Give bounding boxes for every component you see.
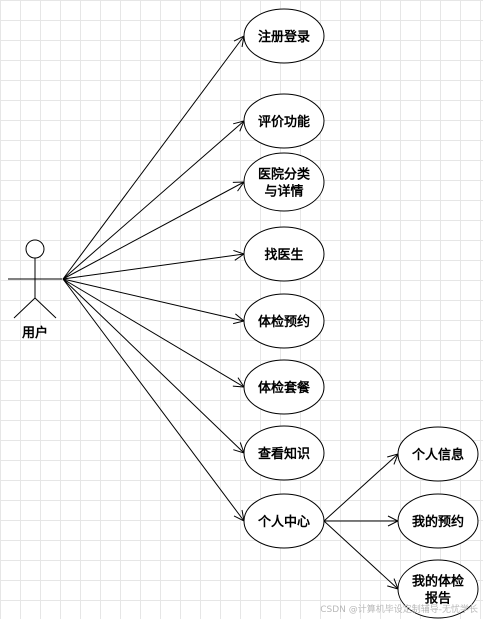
use-case-info-label: 个人信息	[411, 447, 464, 463]
use-case-review-label: 评价功能	[258, 114, 310, 130]
use-case-knowledge[interactable]: 查看知识	[243, 425, 325, 481]
use-case-package[interactable]: 体检套餐	[243, 359, 325, 415]
use-case-appointment-shape	[243, 293, 325, 349]
use-case-info-shape	[397, 426, 479, 482]
use-case-doctor-label: 找医生	[264, 247, 303, 263]
actor-head	[25, 239, 45, 259]
association-register	[62, 36, 244, 280]
use-case-knowledge-shape	[243, 425, 325, 481]
use-case-personal-shape	[243, 493, 325, 549]
association-lines	[62, 36, 398, 589]
use-case-my-appointment[interactable]: 我的预约	[397, 493, 479, 549]
use-case-register-shape	[243, 8, 325, 64]
use-case-appointment-label: 体检预约	[258, 314, 310, 330]
use-case-review-shape	[243, 93, 325, 149]
use-case-my-report-shape	[397, 559, 479, 619]
use-case-doctor-shape	[243, 226, 325, 282]
use-case-knowledge-label: 查看知识	[257, 446, 310, 462]
use-case-register-label: 注册登录	[258, 29, 310, 45]
association-doctor	[62, 254, 244, 280]
use-case-personal-label: 个人中心	[257, 514, 310, 530]
watermark: CSDN @计算机毕设定制辅导-无忧学长	[320, 603, 478, 615]
actor-label: 用户	[21, 325, 48, 341]
association-info	[323, 454, 398, 522]
use-case-hospital-label: 与详情	[264, 184, 303, 200]
actor-left-leg	[13, 297, 36, 319]
use-case-info[interactable]: 个人信息	[397, 426, 479, 482]
association-review	[62, 121, 244, 280]
use-case-hospital-label: 医院分类	[258, 167, 311, 183]
use-case-appointment[interactable]: 体检预约	[243, 293, 325, 349]
use-case-my-appointment-shape	[397, 493, 479, 549]
use-case-doctor[interactable]: 找医生	[243, 226, 325, 282]
association-my-report	[323, 520, 398, 589]
use-case-package-label: 体检套餐	[258, 380, 311, 396]
use-case-hospital-shape	[243, 152, 325, 212]
association-appointment	[62, 278, 244, 321]
association-knowledge	[62, 278, 244, 453]
association-personal	[62, 278, 244, 521]
actor-right-leg	[34, 297, 57, 319]
actor-user[interactable]: 用户	[8, 239, 62, 341]
use-case-register[interactable]: 注册登录	[243, 8, 325, 64]
use-case-review[interactable]: 评价功能	[243, 93, 325, 149]
use-case-my-appointment-label: 我的预约	[412, 514, 464, 530]
use-case-my-report-label: 我的体检	[412, 574, 464, 590]
association-package	[62, 278, 244, 387]
use-case-my-report-label: 报告	[425, 591, 451, 607]
use-case-personal[interactable]: 个人中心	[243, 493, 325, 549]
association-hospital	[62, 182, 244, 280]
use-case-package-shape	[243, 359, 325, 415]
